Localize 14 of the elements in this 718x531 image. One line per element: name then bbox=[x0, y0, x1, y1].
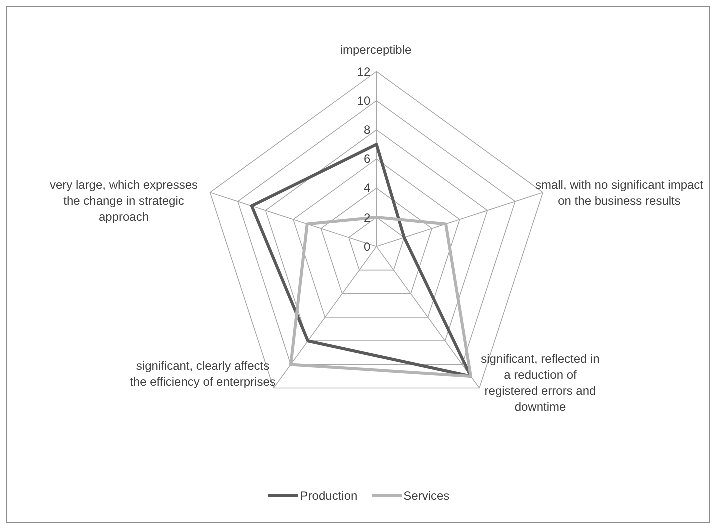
tick-label: 8 bbox=[363, 122, 371, 138]
axis-label: imperceptible bbox=[339, 42, 413, 58]
tick-label: 10 bbox=[356, 92, 371, 109]
legend-label: Production bbox=[300, 489, 358, 503]
tick-label: 2 bbox=[363, 210, 371, 226]
axis-label: significant, clearly affects the efficiency of enterprises bbox=[129, 358, 277, 390]
axis-label: very large, which expresses the change in strategic approach bbox=[48, 177, 200, 225]
tick-label: 0 bbox=[363, 238, 371, 255]
axis-label: significant, reflected in a reduction of registered errors and downtime bbox=[480, 351, 601, 415]
legend-label: Services bbox=[404, 489, 450, 503]
axis-label: small, with no significant impact on the business results bbox=[534, 177, 705, 209]
tick-label: 12 bbox=[356, 64, 371, 80]
tick-label: 6 bbox=[363, 151, 371, 168]
tick-label: 4 bbox=[363, 180, 371, 196]
